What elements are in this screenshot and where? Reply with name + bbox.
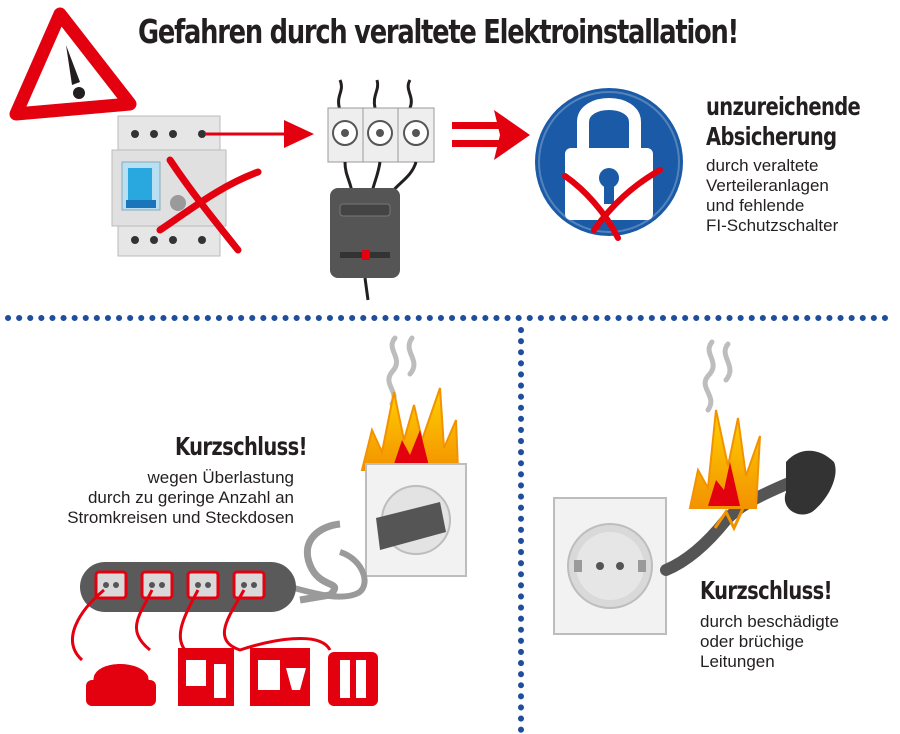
- short-circuit-right-line: durch beschädigte: [700, 612, 839, 631]
- fuse-block-icon: [327, 79, 435, 193]
- heading-protection-line2: Absicherung: [706, 122, 837, 151]
- fi-switch-icon: [111, 115, 262, 257]
- socket-icon: [553, 497, 667, 635]
- padlock-icon: [535, 88, 683, 241]
- short-circuit-left-line: wegen Überlastung: [147, 468, 294, 487]
- protection-text-line: FI-Schutzschalter: [706, 216, 839, 235]
- short-circuit-left-line: Stromkreisen und Steckdosen: [67, 508, 294, 527]
- protection-text-line: Verteileranlagen: [706, 176, 829, 195]
- protection-text: durch veraltete Verteileranlagen und feh…: [706, 156, 838, 236]
- page-title: Gefahren durch veraltete Elektroinstalla…: [138, 12, 739, 51]
- damaged-cable-icon: [660, 450, 836, 576]
- heading-short-circuit-right: Kurzschluss!: [700, 576, 832, 605]
- heading-protection-line1: unzureichende: [706, 92, 861, 121]
- short-circuit-left-line: durch zu geringe Anzahl an: [87, 488, 294, 507]
- fire-icon: [360, 335, 460, 471]
- appliance-icons: [71, 588, 378, 706]
- short-circuit-left-text: wegen Überlastung durch zu geringe Anzah…: [67, 468, 294, 528]
- short-circuit-right-line: Leitungen: [700, 652, 775, 671]
- short-circuit-right-text: durch beschädigte oder brüchige Leitunge…: [700, 612, 839, 672]
- protection-text-line: und fehlende: [706, 196, 805, 215]
- protection-text-line: durch veraltete: [706, 156, 819, 175]
- short-circuit-right-line: oder brüchige: [700, 632, 804, 651]
- wall-socket-left: [299, 463, 467, 604]
- arrow-connector: [205, 120, 314, 148]
- warning-icon: [9, 7, 137, 121]
- meter-box-icon: [330, 188, 400, 301]
- heading-short-circuit-left: Kurzschluss!: [175, 432, 307, 461]
- double-arrow-icon: [452, 110, 530, 160]
- fire-icon-right: [688, 339, 761, 509]
